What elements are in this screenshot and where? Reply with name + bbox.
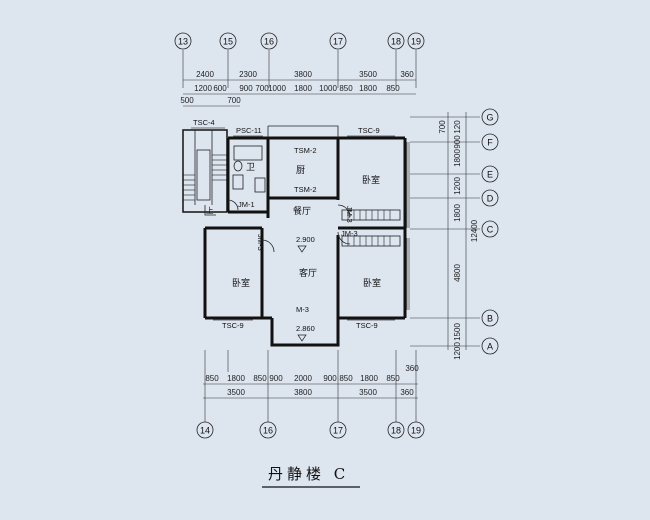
dim-text: 850 bbox=[205, 374, 219, 383]
dim-text: 1000 bbox=[319, 84, 337, 93]
axis-label: 16 bbox=[264, 37, 274, 47]
dim-text: 1200 bbox=[453, 177, 462, 195]
elevation-label-1: 2.900 bbox=[296, 235, 315, 244]
dim-text: 600 bbox=[213, 84, 227, 93]
door-label-jm1: JM-1 bbox=[238, 200, 255, 209]
axis-label: 14 bbox=[200, 426, 210, 436]
axis-label: D bbox=[487, 194, 494, 204]
room-dining: 餐厅 bbox=[293, 205, 311, 217]
top-axis-markers: 13 15 16 17 18 19 bbox=[174, 32, 425, 88]
dim-text: 900 bbox=[239, 84, 253, 93]
axis-label: E bbox=[487, 170, 493, 180]
dim-text: 700 bbox=[227, 96, 241, 105]
axis-label: F bbox=[487, 138, 493, 148]
axis-label: G bbox=[486, 113, 493, 123]
door-label-jm3-a: JM-3 bbox=[345, 206, 354, 223]
dim-text: 3500 bbox=[227, 388, 245, 397]
walls: 上 bbox=[182, 125, 410, 347]
dim-text: 120 bbox=[453, 120, 462, 134]
door-label-tsm2-b: TSM-2 bbox=[294, 185, 317, 194]
door-label-jm3-b: JM-3 bbox=[341, 229, 358, 238]
axis-label: 19 bbox=[411, 426, 421, 436]
axis-label: 17 bbox=[333, 37, 343, 47]
elevation-label-2: 2.860 bbox=[296, 324, 315, 333]
dim-text: 1800 bbox=[227, 374, 245, 383]
dim-text: 500 bbox=[180, 96, 194, 105]
dim-text: 1200 bbox=[194, 84, 212, 93]
dim-text: 1800 bbox=[453, 149, 462, 167]
room-bedroom-sw: 卧室 bbox=[232, 277, 250, 289]
dim-text: 850 bbox=[339, 84, 353, 93]
dim-text: 850 bbox=[253, 374, 267, 383]
room-kitchen: 厨 bbox=[296, 165, 305, 176]
axis-label: 13 bbox=[178, 37, 188, 47]
dim-text: 900 bbox=[323, 374, 337, 383]
dim-text: 2300 bbox=[239, 70, 257, 79]
title-text: 丹静楼 C bbox=[268, 465, 349, 483]
dim-text: 360 bbox=[405, 364, 419, 373]
dim-text: 900 bbox=[269, 374, 283, 383]
dim-text: 850 bbox=[386, 84, 400, 93]
axis-bubble bbox=[387, 32, 405, 50]
dim-text: 1800 bbox=[453, 204, 462, 222]
plan-labels: TSC-4 PSC-11 TSC-9 TSM-2 TSM-2 JM-1 JM-3… bbox=[193, 118, 381, 342]
axis-bubble bbox=[260, 32, 278, 50]
top-dimensions: 2400 2300 3800 3500 360 1200 600 900 700… bbox=[180, 70, 416, 107]
axis-bubble bbox=[407, 32, 425, 50]
dim-text: 1000 bbox=[268, 84, 286, 93]
dim-text: 360 bbox=[400, 70, 414, 79]
dim-text: 3500 bbox=[359, 388, 377, 397]
window-label-tsc9-bl: TSC-9 bbox=[222, 321, 244, 330]
dim-text: 700 bbox=[255, 84, 269, 93]
axis-label: 18 bbox=[391, 426, 401, 436]
axis-label: 18 bbox=[391, 37, 401, 47]
axis-bubble bbox=[174, 32, 192, 50]
axis-label: 15 bbox=[223, 37, 233, 47]
room-living: 客厅 bbox=[299, 267, 317, 279]
room-bedroom-se: 卧室 bbox=[363, 277, 381, 289]
drawing-title: 丹静楼 C bbox=[262, 465, 360, 488]
axis-label: 16 bbox=[263, 426, 273, 436]
axis-label: C bbox=[487, 225, 494, 235]
dim-text: 1800 bbox=[294, 84, 312, 93]
axis-bubble bbox=[219, 32, 237, 50]
axis-label: 17 bbox=[333, 426, 343, 436]
dim-text: 3800 bbox=[294, 70, 312, 79]
stair-up-label: 上 bbox=[206, 206, 214, 215]
bottom-dimensions: 360 850 1800 850 900 2000 900 850 1800 8… bbox=[203, 350, 419, 405]
dim-text: 1800 bbox=[359, 84, 377, 93]
dim-text: 12400 bbox=[470, 219, 479, 242]
window-label-tsc9-top: TSC-9 bbox=[358, 126, 380, 135]
axis-label: 19 bbox=[411, 37, 421, 47]
door-label-m3: M-3 bbox=[296, 305, 309, 314]
axis-bubble bbox=[329, 32, 347, 50]
window-label-tsc4: TSC-4 bbox=[193, 118, 215, 127]
dim-text: 1200 bbox=[453, 342, 462, 360]
dim-text: 1800 bbox=[360, 374, 378, 383]
dim-text: 850 bbox=[386, 374, 400, 383]
door-label-jm3-c: JM-3 bbox=[256, 234, 265, 251]
bottom-axis-markers: 14 16 17 18 19 bbox=[196, 405, 425, 439]
axis-label: B bbox=[487, 314, 493, 324]
dim-text: 4800 bbox=[453, 264, 462, 282]
dim-text: 2000 bbox=[294, 374, 312, 383]
dim-text: 700 bbox=[438, 120, 447, 134]
dim-text: 850 bbox=[339, 374, 353, 383]
room-bath: 卫 bbox=[246, 163, 255, 173]
window-label-tsc9-br: TSC-9 bbox=[356, 321, 378, 330]
door-label-tsm2-a: TSM-2 bbox=[294, 146, 317, 155]
dim-text: 2400 bbox=[196, 70, 214, 79]
dim-text: 900 bbox=[453, 135, 462, 149]
room-bedroom-ne: 卧室 bbox=[362, 174, 380, 186]
dim-text: 1500 bbox=[453, 323, 462, 341]
window-label-psc11: PSC-11 bbox=[236, 126, 262, 135]
right-axis-markers: G F E D C B A 700 120 900 1800 1200 1800… bbox=[410, 108, 499, 360]
dim-text: 360 bbox=[400, 388, 414, 397]
axis-label: A bbox=[487, 342, 493, 352]
dim-text: 3500 bbox=[359, 70, 377, 79]
dim-text: 3800 bbox=[294, 388, 312, 397]
